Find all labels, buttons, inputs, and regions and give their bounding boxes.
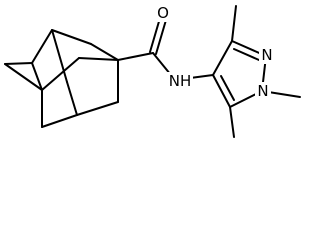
- bond-cage: [51, 29, 92, 45]
- bond-cage: [76, 101, 119, 116]
- bond-c5-methyl: [229, 106, 235, 138]
- molecule-diagram: O NH N N: [4, 4, 301, 138]
- bond-cage: [4, 63, 43, 91]
- atom-amide-nitrogen: NH: [167, 72, 193, 90]
- bond-cage: [31, 29, 53, 64]
- bond-c3-methyl: [231, 5, 237, 42]
- bond-n2-c3-inner: [233, 48, 260, 61]
- bond-c4-c5-inner: [220, 75, 235, 101]
- bond-carbonyl-double-b: [155, 19, 167, 55]
- atom-label-n2: N: [261, 46, 272, 64]
- bond-cage: [78, 57, 119, 61]
- bond-cage: [90, 43, 119, 61]
- bond-cage: [41, 114, 78, 128]
- bond-cage: [41, 57, 80, 91]
- bond-carbonyl-double-a: [149, 17, 161, 53]
- bond-bridgehead-carbonyl: [117, 52, 154, 61]
- bond-c3-c4: [212, 40, 233, 76]
- atom-label-n1: N: [257, 82, 268, 100]
- atom-pyrazole-n2: N: [259, 46, 275, 64]
- atom-oxygen: O: [154, 4, 171, 22]
- adamantane-cage: [4, 29, 119, 128]
- bond-c4-c5: [212, 74, 231, 108]
- atom-label-oxygen: O: [157, 4, 169, 22]
- pyrazole-ring: [212, 5, 301, 138]
- bond-cage: [4, 62, 33, 65]
- atom-label-nh: NH: [169, 72, 192, 90]
- atom-pyrazole-n1: N: [255, 82, 271, 100]
- bond-cage: [31, 62, 43, 91]
- amide-linker: [117, 17, 214, 81]
- bond-cage: [66, 81, 78, 116]
- bond-cage: [51, 29, 68, 83]
